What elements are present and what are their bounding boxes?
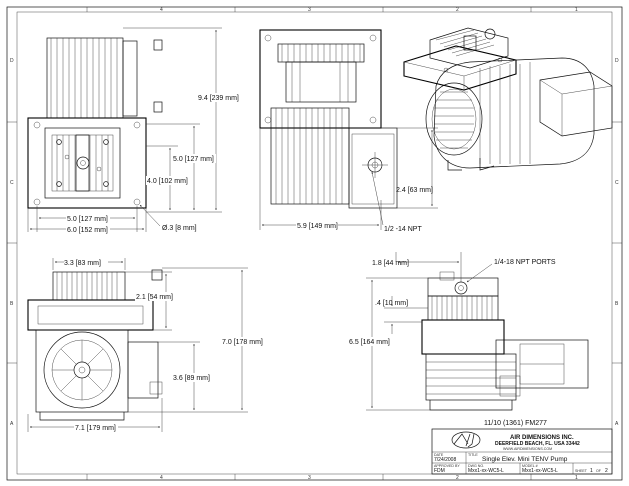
sheet-total: 2	[605, 468, 608, 474]
sheet-number: 1	[590, 468, 593, 474]
top-left-view	[27, 37, 163, 209]
dim-height-total: 9.4 [239 mm]	[198, 95, 239, 102]
zone-col-top-2: 2	[456, 7, 459, 13]
company-logo	[451, 431, 481, 449]
port-label: 1/2 -14 NPT	[384, 226, 422, 233]
zone-col-bottom-2: 2	[456, 475, 459, 481]
zone-row-right-a: A	[615, 421, 619, 427]
dim-small-gap: .4 [10 mm]	[375, 300, 408, 307]
dim-length: 5.9 [149 mm]	[297, 223, 338, 230]
of-label: OF	[596, 469, 602, 473]
dim-hole-diameter: Ø.3 [8 mm]	[162, 225, 197, 232]
company-name: AIR DIMENSIONS INC.	[510, 435, 574, 441]
date-value: 7/24/2008	[434, 457, 456, 463]
zone-col-top-1: 1	[575, 7, 578, 13]
outer-border	[6, 6, 623, 481]
zone-row-right-b: B	[615, 301, 619, 307]
title-block-frame	[431, 428, 613, 475]
dim-width-inner: 5.0 [127 mm]	[67, 216, 108, 223]
bottom-left-view	[27, 269, 163, 421]
zone-col-top-4: 4	[160, 7, 163, 13]
dim-head-width: 3.3 [83 mm]	[64, 260, 101, 267]
dim-total-height: 7.0 [178 mm]	[222, 339, 263, 346]
approved-label: APPROVED BY	[434, 464, 460, 468]
dwg-number: Mxx1-xx-WC5-L	[468, 468, 504, 474]
bottom-right-dimension-lines	[366, 252, 493, 411]
drawing-title: Single Elev. Mini TENV Pump	[482, 456, 568, 463]
zone-row-left-b: B	[10, 301, 14, 307]
dim-total-width: 7.1 [179 mm]	[75, 425, 116, 432]
zone-col-bottom-1: 1	[575, 475, 578, 481]
zone-row-right-d: D	[615, 58, 619, 64]
zone-col-bottom-4: 4	[160, 475, 163, 481]
revision-line: 11/10 (1361) FM277	[484, 420, 547, 427]
dim-offset: 1.8 [44 mm]	[372, 260, 409, 267]
dim-height-mid: 5.0 [127 mm]	[173, 156, 214, 163]
dim-width-outer: 6.0 [152 mm]	[67, 227, 108, 234]
title-label: TITLE	[468, 453, 478, 457]
zone-ticks	[7, 7, 622, 480]
isometric-view	[403, 27, 613, 171]
zone-row-right-c: C	[615, 180, 619, 186]
dim-head-height: 2.1 [54 mm]	[136, 294, 173, 301]
model-number: Mxx1-xx-WC5-L	[522, 468, 558, 474]
top-center-dimension-lines	[259, 127, 438, 230]
bottom-left-dimension-lines	[27, 258, 248, 432]
top-center-view	[259, 29, 398, 209]
approved-value: FDM	[434, 468, 445, 474]
dwg-label: DWG NO.	[468, 464, 484, 468]
zone-col-bottom-3: 3	[308, 475, 311, 481]
zone-row-left-c: C	[10, 180, 14, 186]
date-label: DATE	[434, 453, 444, 457]
sheet-label: SHEET	[575, 469, 588, 473]
zone-row-left-d: D	[10, 58, 14, 64]
dim-port-height: 2.4 [63 mm]	[396, 187, 433, 194]
dim-height: 6.5 [164 mm]	[349, 339, 390, 346]
dim-height-low: 4.0 [102 mm]	[147, 178, 188, 185]
model-label: MODEL #	[522, 464, 538, 468]
zone-row-left-a: A	[10, 421, 14, 427]
company-website: WWW.AIRDIMENSIONS.COM	[503, 447, 552, 451]
inner-border	[16, 11, 613, 475]
ports-label: 1/4-18 NPT PORTS	[494, 259, 556, 266]
bottom-right-view	[421, 271, 589, 411]
company-address: DEERFIELD BEACH, FL. USA 33442	[495, 441, 580, 447]
dim-motor-height: 3.6 [89 mm]	[173, 375, 210, 382]
zone-col-top-3: 3	[308, 7, 311, 13]
